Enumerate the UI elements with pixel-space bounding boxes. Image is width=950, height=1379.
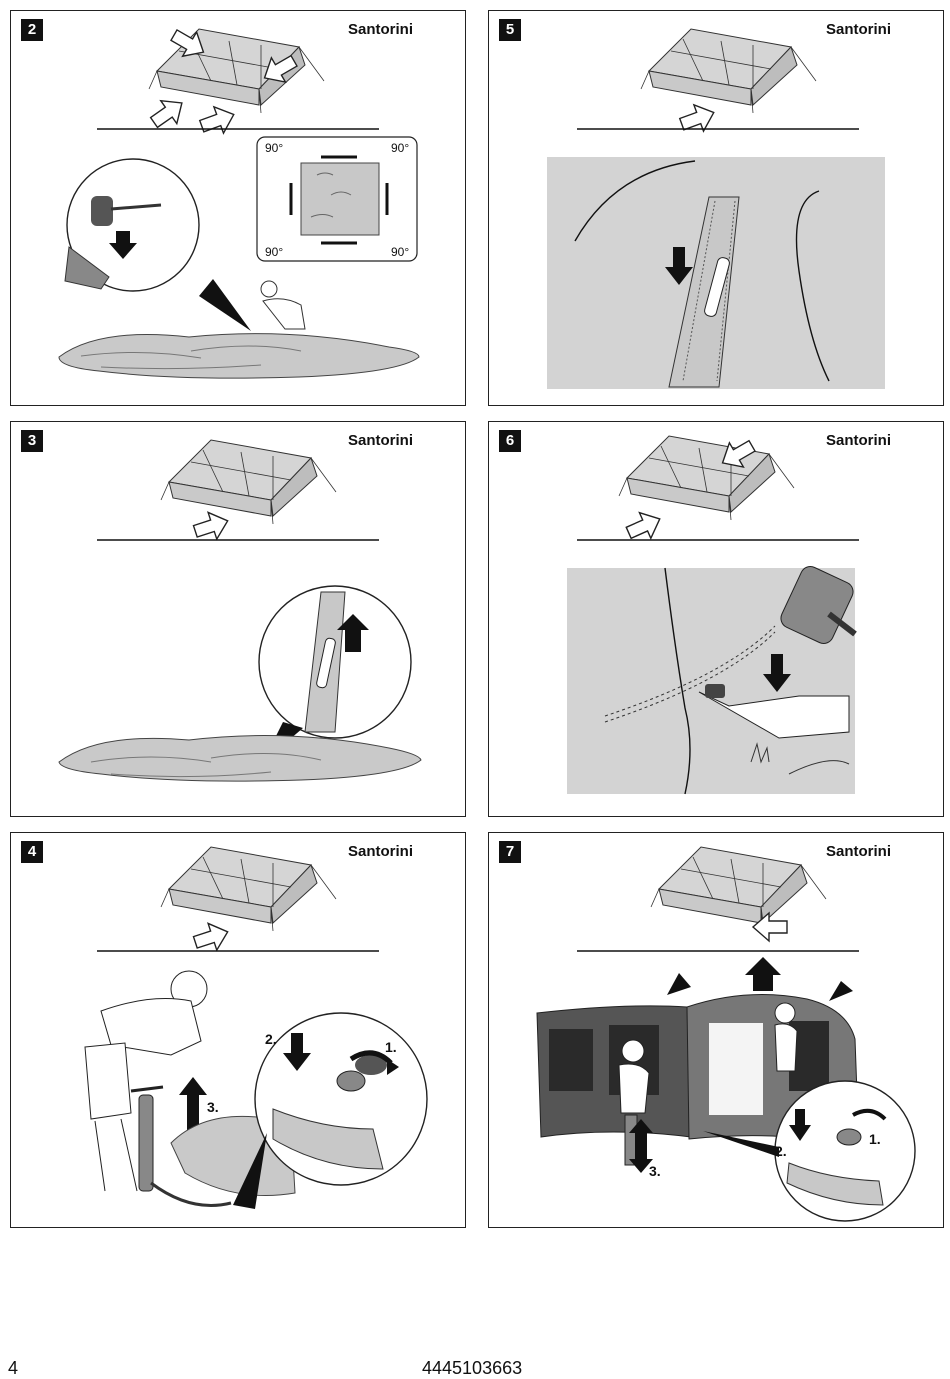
step-label-1: 1. bbox=[869, 1131, 881, 1147]
brand-label: Santorini bbox=[347, 843, 413, 860]
step-6-illustration bbox=[567, 433, 859, 795]
step-number: 7 bbox=[499, 841, 521, 863]
step-5-illustration bbox=[547, 28, 885, 389]
step-panel-7: 7 Santorini 2. 1. 3. bbox=[488, 832, 944, 1228]
step-4-illustration bbox=[84, 846, 428, 1209]
step-label-1: 1. bbox=[385, 1039, 397, 1055]
brand-label: Santorini bbox=[347, 432, 413, 449]
step-number: 6 bbox=[499, 430, 521, 452]
step-label-2: 2. bbox=[775, 1143, 787, 1159]
angle-label-bottom-left: 90° bbox=[265, 245, 284, 259]
document-code: 4445103663 bbox=[422, 1358, 523, 1378]
step-panel-3: 3 Santorini bbox=[10, 421, 466, 817]
step-3-illustration bbox=[58, 439, 422, 782]
step-number: 2 bbox=[21, 19, 43, 41]
step-number: 3 bbox=[21, 430, 43, 452]
angle-label-top-left: 90° bbox=[265, 141, 284, 155]
step-number: 4 bbox=[21, 841, 43, 863]
brand-label: Santorini bbox=[825, 21, 891, 38]
angle-label-top-right: 90° bbox=[391, 141, 410, 155]
step-panel-6: 6 Santorini bbox=[488, 421, 944, 817]
step-label-3: 3. bbox=[207, 1099, 219, 1115]
brand-label: Santorini bbox=[825, 843, 891, 860]
step-label-2: 2. bbox=[265, 1031, 277, 1047]
brand-label: Santorini bbox=[347, 21, 413, 38]
step-2-illustration bbox=[58, 22, 420, 379]
step-number: 5 bbox=[499, 19, 521, 41]
angle-label-bottom-right: 90° bbox=[391, 245, 410, 259]
step-label-3: 3. bbox=[649, 1163, 661, 1179]
step-panel-2: 2 Santorini 90° 90° 90° 90° bbox=[10, 10, 466, 406]
page-number: 4 bbox=[8, 1358, 19, 1378]
brand-label: Santorini bbox=[825, 432, 891, 449]
step-panel-4: 4 Santorini 2. 1. 3. bbox=[10, 832, 466, 1228]
step-7-illustration bbox=[536, 846, 916, 1222]
step-panel-5: 5 Santorini bbox=[488, 10, 944, 406]
